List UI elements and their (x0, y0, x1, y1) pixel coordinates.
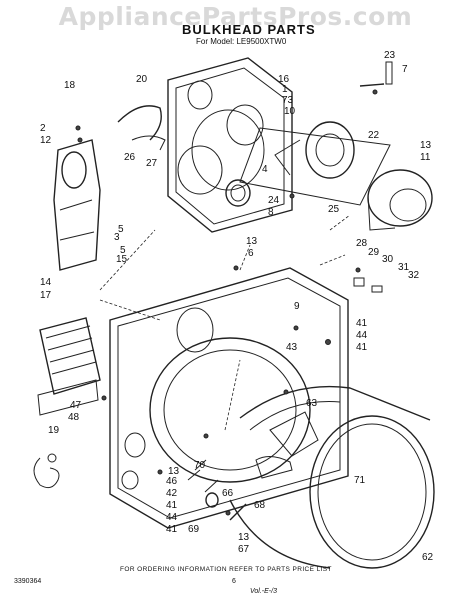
duct-hose (117, 105, 166, 151)
callout-8: 8 (268, 207, 274, 218)
callout-47: 47 (70, 400, 82, 411)
callout-25: 25 (328, 204, 340, 215)
callout-4: 4 (262, 164, 268, 175)
callout-30: 30 (382, 254, 394, 265)
callout-12: 12 (40, 135, 52, 146)
callout-46: 46 (166, 476, 178, 487)
callout-42: 42 (166, 488, 178, 499)
callout-13: 13 (238, 532, 250, 543)
support-bracket (53, 139, 101, 271)
callout-20: 20 (136, 74, 148, 85)
callout-71: 71 (354, 475, 366, 486)
callout-66: 66 (222, 488, 234, 499)
callout-63: 63 (306, 398, 318, 409)
callout-1: 1 (282, 84, 288, 95)
diagram-title: BULKHEAD PARTS (182, 22, 316, 37)
callout-41: 41 (166, 500, 178, 511)
callout-14: 14 (40, 277, 52, 288)
blower-housing (239, 121, 391, 206)
callout-29: 29 (368, 247, 380, 258)
callout-41: 41 (356, 318, 368, 329)
callout-7: 7 (402, 64, 408, 75)
callout-2: 2 (40, 123, 46, 134)
callout-5: 5 (118, 224, 124, 235)
drum-rollers (187, 459, 247, 521)
callout-31: 31 (398, 262, 410, 273)
callout-16: 16 (278, 74, 290, 85)
callout-24: 24 (268, 195, 280, 206)
callout-44: 44 (166, 512, 178, 523)
watermark: AppliancePartsPros.com (58, 2, 413, 31)
ordering-info-footer: FOR ORDERING INFORMATION REFER TO PARTS … (120, 566, 332, 573)
callout-41: 41 (356, 342, 368, 353)
callout-23: 23 (384, 50, 396, 61)
callout-48: 48 (68, 412, 80, 423)
catalog-number: 3390364 (14, 578, 42, 585)
callout-28: 28 (356, 238, 368, 249)
callout-9: 9 (294, 301, 300, 312)
leader-lines (99, 214, 351, 431)
callout-13: 13 (246, 236, 258, 247)
callout-13: 13 (168, 466, 180, 477)
blower-wheel (367, 169, 433, 231)
callout-17: 17 (40, 290, 52, 301)
callout-26: 26 (124, 152, 136, 163)
callout-22: 22 (368, 130, 380, 141)
front-bulkhead-panel (109, 267, 349, 529)
sensor-harness (33, 453, 60, 489)
handwritten-note: Vol.-E-/3 (250, 588, 277, 595)
thermostat-parts (353, 61, 393, 293)
callout-10: 10 (284, 106, 296, 117)
callout-62: 62 (422, 552, 434, 563)
heater-element (37, 317, 101, 416)
callout-27: 27 (146, 158, 158, 169)
callout-69: 69 (188, 524, 200, 535)
callout-5: 5 (120, 245, 126, 256)
callout-73: 73 (282, 95, 294, 106)
callout-15: 15 (116, 254, 128, 265)
callout-41: 41 (166, 524, 178, 535)
model-number: For Model: LE9500XTW0 (196, 37, 287, 46)
callout-19: 19 (48, 425, 60, 436)
callout-11: 11 (420, 152, 431, 163)
callout-67: 67 (238, 544, 250, 555)
callout-18: 18 (64, 80, 76, 91)
callout-13: 13 (420, 140, 432, 151)
callout-6: 6 (248, 248, 254, 259)
bulkhead-back-plate (167, 57, 293, 233)
callout-32: 32 (408, 270, 420, 281)
callout-70: 70 (194, 460, 206, 471)
bearing-ring (225, 179, 251, 207)
callout-44: 44 (356, 330, 368, 341)
callout-68: 68 (254, 500, 266, 511)
fasteners (75, 89, 378, 516)
page-number: 6 (232, 578, 236, 585)
callout-3: 3 (114, 232, 120, 243)
callout-43: 43 (286, 342, 298, 353)
